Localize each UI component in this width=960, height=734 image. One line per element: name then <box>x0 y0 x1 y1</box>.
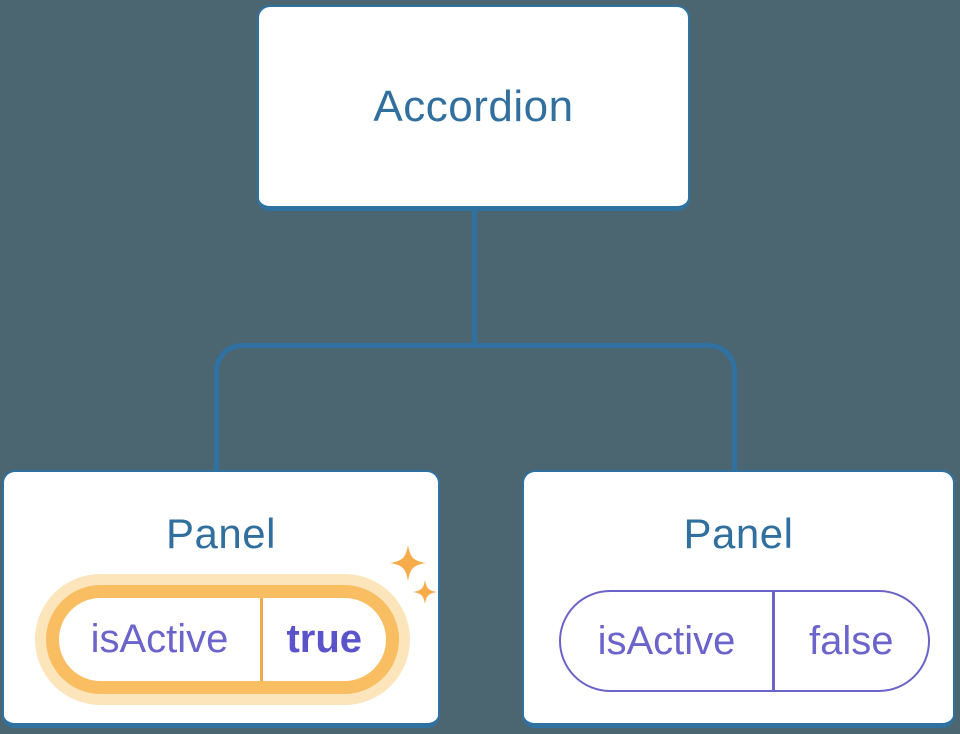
panel-title: Panel <box>683 510 794 557</box>
root-connector-stem <box>472 209 477 347</box>
panel-node-inactive: Panel isActive false <box>522 470 955 728</box>
panel-node-active: Panel isActive true <box>2 470 440 728</box>
state-value-label: true <box>286 617 363 661</box>
state-key-label: isActive <box>597 618 736 663</box>
accordion-node: Accordion <box>257 5 690 211</box>
panel-title: Panel <box>166 510 276 557</box>
state-pill-inactive: isActive false <box>559 590 930 692</box>
children-connector-bracket <box>214 343 737 470</box>
accordion-node-label: Accordion <box>373 81 574 131</box>
state-value-label: false <box>809 618 894 663</box>
sparkle-icon <box>413 580 437 604</box>
pill-divider <box>772 592 775 690</box>
sparkle-icon <box>390 545 426 581</box>
state-key-label: isActive <box>90 617 229 661</box>
state-pill-active: isActive true <box>46 585 399 694</box>
pill-divider <box>260 598 263 681</box>
